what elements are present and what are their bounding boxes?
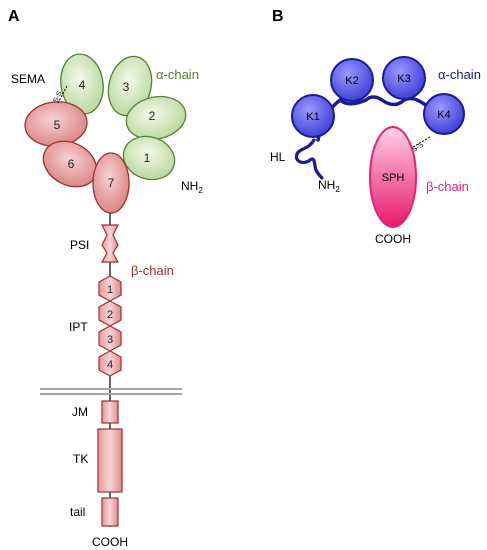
alpha-blade-label-4: 4	[79, 78, 86, 92]
sema-label: SEMA	[11, 72, 45, 86]
hl-label: HL	[270, 150, 286, 164]
beta-blade-label-5: 5	[54, 118, 61, 132]
sph-domain	[369, 126, 417, 228]
beta-blade-label-6: 6	[68, 157, 75, 171]
cooh-label-b: COOH	[375, 232, 411, 246]
alpha-blade-label-1: 1	[144, 151, 151, 165]
alpha-chain-sema-blades	[60, 53, 187, 181]
kringle-k4	[423, 93, 465, 135]
panel-a-letter: A	[8, 8, 20, 25]
sema-blade-2	[125, 95, 187, 141]
psi-domain	[100, 224, 120, 263]
jm-domain	[101, 400, 119, 424]
tail-domain	[101, 497, 119, 527]
nh2-label-a: NH2	[181, 179, 203, 195]
cell-membrane	[40, 388, 182, 395]
alpha-blade-label-2: 2	[149, 109, 156, 123]
sph-label: SPH	[382, 172, 405, 184]
hairpin-loop	[294, 138, 324, 180]
nh2-label-b: NH2	[318, 178, 340, 194]
psi-label: PSI	[70, 238, 89, 252]
beta-chain-label-a: β-chain	[131, 263, 174, 278]
cooh-label-a: COOH	[92, 535, 128, 549]
ipt-label-2: 2	[107, 309, 113, 321]
jm-label: JM	[72, 405, 88, 419]
ipt-label-4: 4	[107, 359, 113, 371]
panel-b-letter: B	[272, 8, 284, 25]
kringle-k2	[330, 58, 374, 102]
kringle-label-k3: K3	[397, 73, 410, 85]
kringle-label-k4: K4	[437, 109, 450, 121]
ipt-domain-4	[98, 350, 122, 377]
sema-blade-1	[122, 135, 176, 181]
alpha-chain-label-b: α-chain	[438, 67, 481, 82]
kringle-k3	[382, 56, 426, 100]
beta-chain-label-b: β-chain	[426, 179, 469, 194]
tk-domain	[97, 428, 123, 493]
ipt-domains	[98, 275, 122, 377]
beta-chain-sema-blades	[24, 101, 130, 214]
kringle-label-k2: K2	[345, 75, 358, 87]
tail-label: tail	[70, 505, 85, 519]
sema-blade-7	[92, 152, 130, 214]
tk-label: TK	[73, 452, 88, 466]
disulfide-label-a: S-S	[52, 90, 63, 104]
kringle-label-k1: K1	[306, 111, 319, 123]
disulfide-label-b: S-S	[411, 141, 425, 153]
sema-blade-4	[60, 53, 104, 115]
ipt-label-1: 1	[107, 284, 113, 296]
alpha-chain-label-a: α-chain	[156, 67, 199, 82]
ipt-label-3: 3	[107, 334, 113, 346]
kringle-k1	[291, 94, 335, 138]
ipt-label: IPT	[69, 320, 88, 334]
beta-blade-label-7: 7	[108, 176, 115, 190]
alpha-blade-label-3: 3	[123, 80, 130, 94]
